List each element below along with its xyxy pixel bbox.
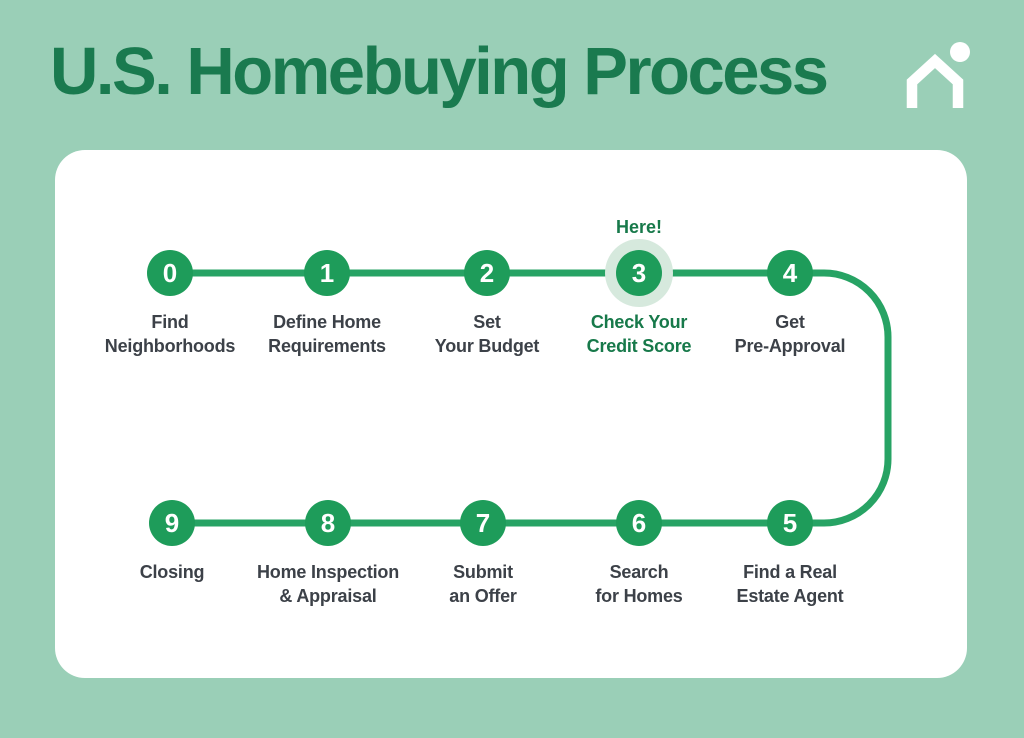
step-7-circle: 7: [460, 500, 506, 546]
step-4-label: Get Pre-Approval: [734, 312, 846, 356]
step-4-circle: 4: [767, 250, 813, 296]
step-9-label: Closing: [139, 562, 205, 582]
step-3-circle: 3: [616, 250, 662, 296]
step-9: 9 Closing: [77, 500, 267, 584]
step-7-label: Submit an Offer: [449, 562, 517, 606]
here-badge: Here!: [615, 217, 663, 237]
step-1-circle: 1: [304, 250, 350, 296]
step-4: 4 Get Pre-Approval: [695, 250, 885, 358]
step-9-circle: 9: [149, 500, 195, 546]
step-5-circle: 5: [767, 500, 813, 546]
step-2-circle: 2: [464, 250, 510, 296]
step-6-circle: 6: [616, 500, 662, 546]
house-with-dot-icon: [906, 42, 970, 108]
step-0-circle: 0: [147, 250, 193, 296]
step-8-circle: 8: [305, 500, 351, 546]
page-title: U.S. Homebuying Process: [50, 34, 829, 109]
step-6-label: Search for Homes: [595, 562, 683, 606]
step-5-label: Find a Real Estate Agent: [736, 562, 844, 606]
step-8-label: Home Inspection & Appraisal: [256, 562, 400, 606]
